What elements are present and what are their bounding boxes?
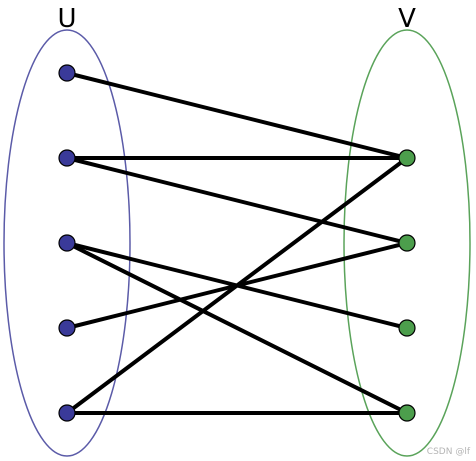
node-v1 [398, 149, 416, 167]
set-u-label: U [57, 4, 76, 34]
node-u4 [58, 319, 76, 337]
node-u5 [58, 404, 76, 422]
node-u2 [58, 149, 76, 167]
watermark: CSDN @lf [427, 447, 471, 457]
edge-u5-v1 [65, 156, 409, 415]
node-v4 [398, 404, 416, 422]
set-u-ellipse [3, 29, 131, 457]
nodes [58, 64, 416, 422]
edge-u1-v1 [65, 71, 409, 160]
edges [65, 71, 409, 415]
node-u1 [58, 64, 76, 82]
set-v-label: V [398, 4, 416, 34]
node-v3 [398, 319, 416, 337]
edge-u3-v4 [65, 241, 409, 415]
node-v2 [398, 234, 416, 252]
set-v-ellipse [343, 29, 471, 457]
node-u3 [58, 234, 76, 252]
edge-u2-v2 [65, 156, 409, 245]
